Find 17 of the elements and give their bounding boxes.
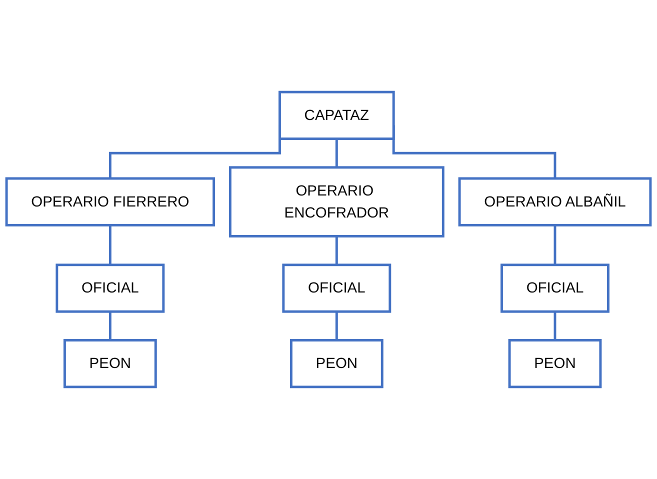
node-box: PEON (63, 339, 157, 388)
node-box: OFICIAL (56, 264, 165, 313)
connector (335, 138, 338, 169)
node-box: PEON (508, 339, 602, 388)
node-box: PEON (290, 339, 384, 388)
node-box: OFICIAL (282, 264, 392, 313)
connector (554, 312, 556, 342)
connector (335, 312, 338, 342)
node-box: OFICIAL (500, 264, 610, 313)
node-box: OPERARIO FIERRERO (5, 177, 216, 226)
node-box: CAPATAZ (278, 90, 395, 140)
connector (108, 312, 112, 342)
connector (108, 225, 112, 266)
node-box: OPERARIO ENCOFRADOR (228, 166, 444, 238)
connector (335, 236, 338, 266)
node-box: OPERARIO ALBAÑIL (458, 177, 652, 226)
connector (554, 225, 556, 266)
